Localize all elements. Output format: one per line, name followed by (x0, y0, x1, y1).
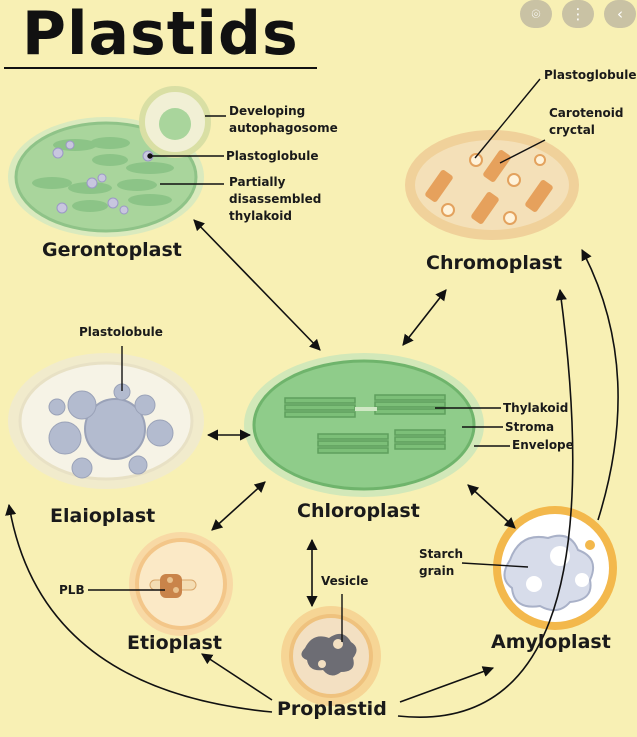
amyloplast-label: Amyloplast (491, 631, 611, 653)
elaioplast-label: Elaioplast (50, 505, 156, 527)
gerontoplast-plastoglobule-label: Plastoglobule (226, 149, 319, 163)
developing-autophagosome-label: Developing autophagosome (229, 104, 338, 135)
title-underline (4, 67, 317, 69)
page-title: Plastids (22, 0, 299, 69)
chloroplast-illustration (244, 353, 484, 497)
envelope-label: Envelope (512, 438, 574, 452)
plb-label: PLB (59, 583, 85, 597)
etioplast-label: Etioplast (127, 632, 222, 654)
etioplast-illustration (129, 532, 233, 636)
chromoplast-plastoglobule-label: Plastoglobule (544, 68, 637, 82)
thylakoid-label: Thylakoid (503, 401, 569, 415)
chromoplast-label: Chromoplast (426, 252, 563, 274)
plastolobule-label: Plastolobule (79, 325, 163, 339)
back-icon[interactable]: ‹ (604, 0, 636, 28)
starch-grain-label: Starch grain (419, 547, 464, 578)
proplastid-illustration (281, 606, 381, 706)
more-options-icon[interactable]: ⋮ (562, 0, 594, 28)
chloroplast-label: Chloroplast (297, 500, 420, 522)
lens-icon[interactable]: ⌾ (520, 0, 552, 28)
gerontoplast-label: Gerontoplast (42, 239, 182, 261)
conversion-arrows (5, 219, 619, 718)
gerontoplast-illustration (8, 86, 211, 237)
elaioplast-illustration (8, 353, 204, 489)
leader-lines (88, 78, 546, 642)
stroma-label: Stroma (505, 420, 555, 434)
vesicle-label: Vesicle (321, 574, 369, 588)
amyloplast-illustration (493, 506, 617, 630)
carotenoid-crystal-label: Carotenoid cryctal (549, 106, 624, 137)
partially-disassembled-thylakoid-label: Partially disassembled thylakoid (229, 175, 322, 223)
chromoplast-illustration (405, 130, 579, 240)
proplastid-label: Proplastid (277, 698, 387, 720)
